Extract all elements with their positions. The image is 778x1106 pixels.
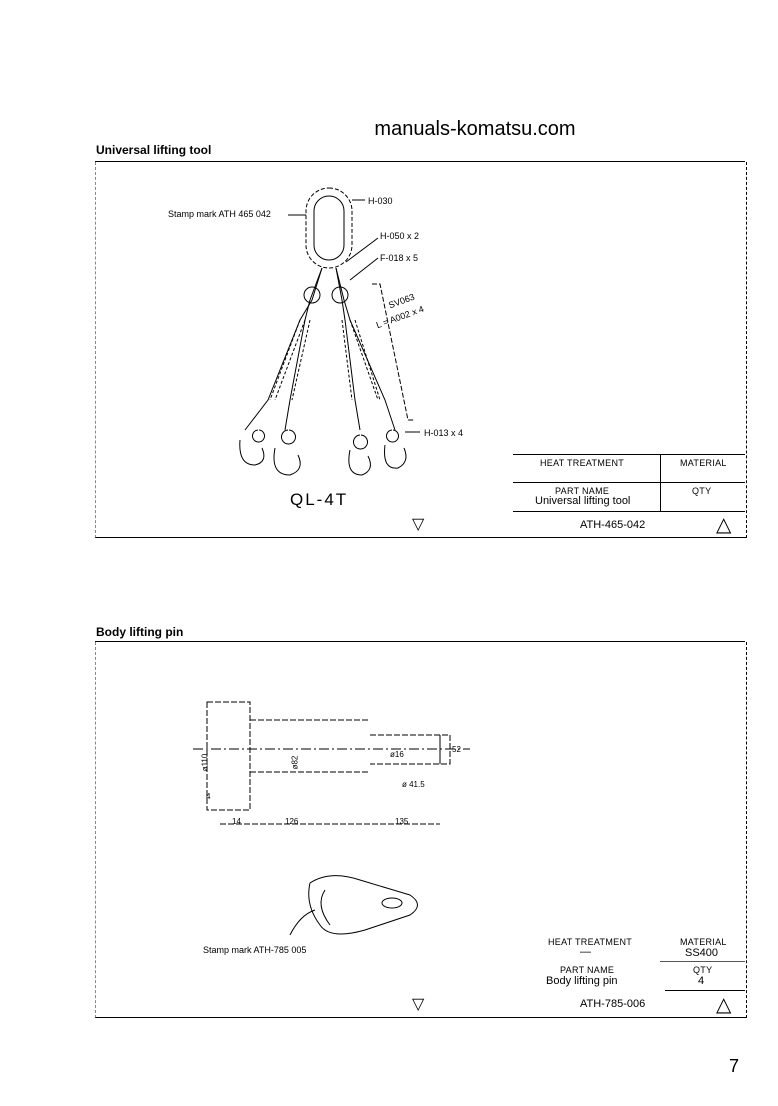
drawing-frame xyxy=(95,162,747,538)
material-label: MATERIAL xyxy=(680,937,727,947)
drawing-number: ATH-465-042 xyxy=(580,519,646,531)
callout-master-link: H-030 xyxy=(368,196,393,206)
drawing-number: ATH-785-006 xyxy=(580,998,646,1010)
callout-shackle: F-018 x 5 xyxy=(380,253,419,263)
view-marker-icon: ▽ xyxy=(412,996,425,1013)
heat-treatment-label: HEAT TREATMENT xyxy=(548,937,633,947)
part-name-label: PART NAME xyxy=(560,965,615,975)
section-title-universal-lifting-tool: Universal lifting tool xyxy=(96,143,212,157)
part-name-value: Universal lifting tool xyxy=(535,495,631,507)
dimension: 4 xyxy=(206,792,211,801)
page-number: 7 xyxy=(729,1056,740,1076)
title-block-rule xyxy=(513,454,745,455)
callout-link: H-050 x 2 xyxy=(380,231,420,241)
title-block-rule xyxy=(513,482,745,483)
watermark: manuals-komatsu.com xyxy=(374,118,576,140)
qty-label: QTY xyxy=(692,486,712,496)
callout-hook: H-013 x 4 xyxy=(424,428,464,438)
material-label: MATERIAL xyxy=(680,458,727,468)
part-name-value: Body lifting pin xyxy=(546,975,618,987)
dimension: ø 41.5 xyxy=(402,780,425,789)
revision-triangle-icon: △ xyxy=(716,514,732,536)
dimension: 52 xyxy=(452,745,461,754)
section-title-body-lifting-pin: Body lifting pin xyxy=(96,625,184,639)
heat-treatment-value: — xyxy=(580,946,591,958)
dimension: ø16 xyxy=(390,750,404,759)
qty-value: 4 xyxy=(698,975,705,987)
callout-stamp-mark: Stamp mark ATH-785 005 xyxy=(203,945,307,955)
dimension: 14 xyxy=(232,817,241,826)
material-value: SS400 xyxy=(685,947,719,959)
title-block-rule xyxy=(513,511,745,512)
section-rule xyxy=(95,161,745,162)
heat-treatment-label: HEAT TREATMENT xyxy=(540,458,625,468)
section-rule xyxy=(95,641,745,642)
revision-triangle-icon: △ xyxy=(716,994,732,1016)
dimension: ø110 xyxy=(200,753,210,772)
dimension: 135 xyxy=(395,817,409,826)
part-name-label: PART NAME xyxy=(555,486,610,496)
title-block-rule xyxy=(660,961,745,962)
qty-label: QTY xyxy=(693,965,713,975)
dimension: 126 xyxy=(285,817,299,826)
view-marker-icon: ▽ xyxy=(412,516,425,533)
dimension: ø82 xyxy=(290,755,300,770)
title-block-rule xyxy=(665,990,745,991)
drawing-frame xyxy=(95,642,747,1018)
callout-stamp-mark: Stamp mark ATH 465 042 xyxy=(168,209,271,219)
model-label: QL-4T xyxy=(290,490,349,509)
